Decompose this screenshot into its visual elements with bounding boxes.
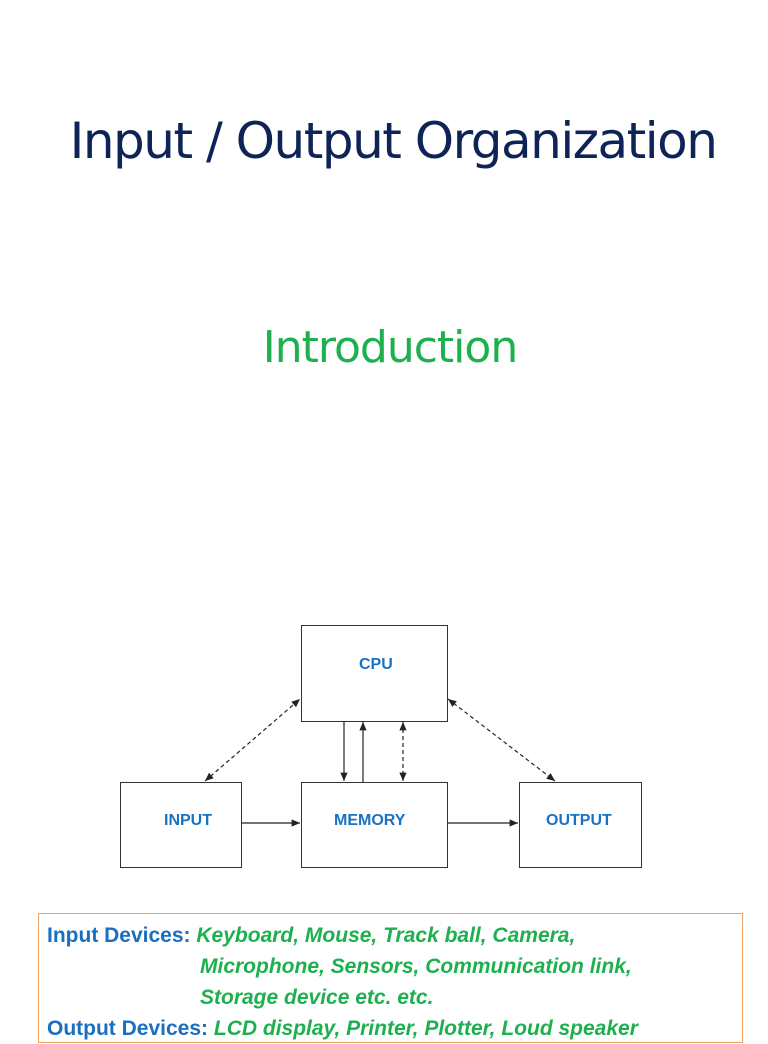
input-cpu-dashed-arrow xyxy=(204,698,301,782)
input-devices-line-2: Microphone, Sensors, Communication link, xyxy=(200,955,632,978)
cpu-label: CPU xyxy=(359,656,393,673)
input-devices-line-3: Storage device etc. etc. xyxy=(200,986,434,1009)
input-devices-line-1: Keyboard, Mouse, Track ball, Camera, xyxy=(196,924,576,947)
output-devices-line-1: LCD display, Printer, Plotter, Loud spea… xyxy=(213,1017,638,1040)
cpu-output-dashed-arrow xyxy=(447,698,556,782)
input-label: INPUT xyxy=(164,812,212,829)
page-title: Input / Output Organization xyxy=(69,112,718,170)
memory-box: MEMORY xyxy=(301,782,448,868)
section-heading: Introduction xyxy=(262,322,518,373)
output-label: OUTPUT xyxy=(546,812,612,829)
cpu-box: CPU xyxy=(301,625,448,722)
memory-label: MEMORY xyxy=(334,812,406,829)
input-box: INPUT xyxy=(120,782,242,868)
output-box: OUTPUT xyxy=(519,782,642,868)
output-devices-label: Output Devices: xyxy=(47,1017,209,1040)
input-devices-label: Input Devices: xyxy=(47,924,191,947)
